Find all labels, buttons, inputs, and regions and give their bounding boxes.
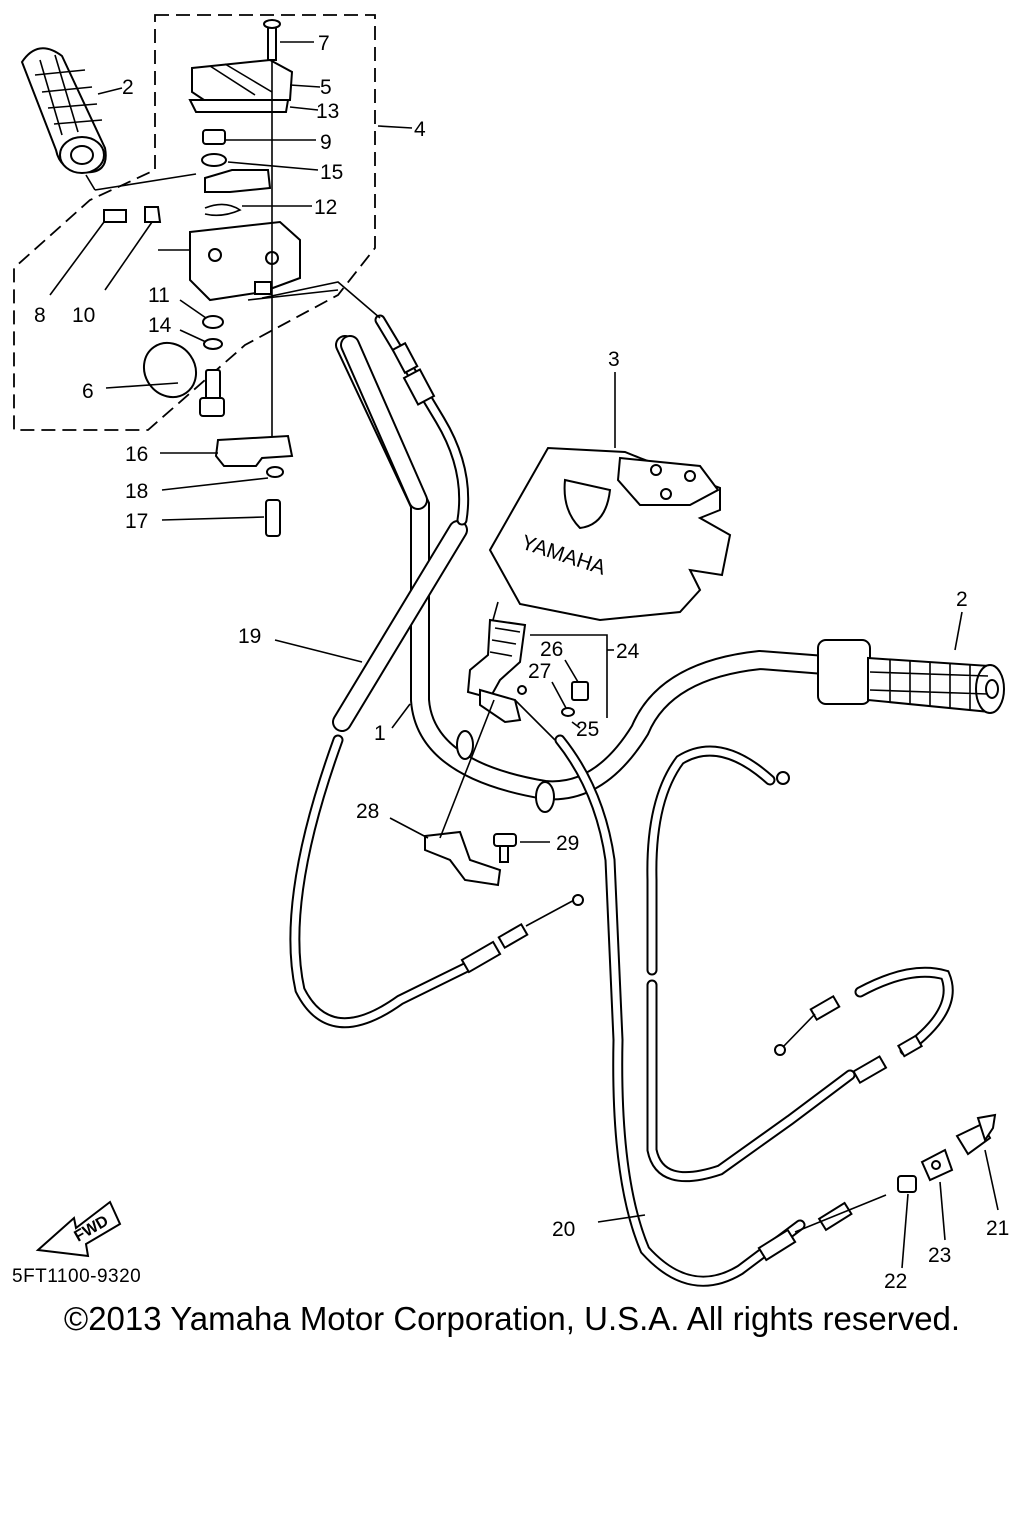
label-part-21: 21: [986, 1217, 1009, 1240]
label-part-2-left: 2: [122, 76, 134, 99]
throttle-housing: [103, 19, 301, 440]
label-part-16: 16: [125, 443, 148, 466]
label-part-17: 17: [125, 510, 148, 533]
rear-brake-cable: [646, 745, 954, 1183]
label-part-7: 7: [318, 32, 330, 55]
label-part-25: 25: [576, 718, 599, 741]
label-part-28: 28: [356, 800, 379, 823]
copyright-notice: ©2013 Yamaha Motor Corporation, U.S.A. A…: [63, 1300, 961, 1337]
fwd-arrow-icon: FWD: [35, 1200, 122, 1258]
right-grip: [817, 639, 1005, 714]
throttle-cable: [247, 281, 470, 526]
label-part-5: 5: [320, 76, 332, 99]
adjuster-parts: [897, 1113, 997, 1193]
label-part-3: 3: [608, 348, 620, 371]
label-part-10: 10: [72, 304, 95, 327]
label-part-18: 18: [125, 480, 148, 503]
handlebar-pad: [332, 335, 468, 732]
label-part-2-right: 2: [956, 588, 968, 611]
left-brake-cable: [289, 734, 584, 1029]
label-part-26: 26: [540, 638, 563, 661]
label-part-12: 12: [314, 196, 337, 219]
label-part-8: 8: [34, 304, 46, 327]
diagram-code: 5FT1100-9320: [12, 1266, 142, 1287]
label-part-9: 9: [320, 131, 332, 154]
label-part-4: 4: [414, 118, 426, 141]
label-part-24: 24: [616, 640, 640, 663]
throttle-lever-assembly: [424, 618, 589, 887]
label-part-15: 15: [320, 161, 343, 184]
label-part-13: 13: [316, 100, 339, 123]
label-part-11: 11: [148, 284, 170, 307]
label-part-20: 20: [552, 1218, 575, 1241]
label-part-29: 29: [556, 832, 579, 855]
assembly-4-dashed-outline: [13, 14, 376, 431]
leader-lines: [49, 41, 999, 1269]
label-part-6: 6: [82, 380, 94, 403]
label-part-23: 23: [928, 1244, 951, 1267]
label-part-27: 27: [528, 660, 551, 683]
label-part-14: 14: [148, 314, 172, 337]
label-part-22: 22: [884, 1270, 907, 1293]
handlebar-cover: YAMAHA: [488, 446, 732, 622]
left-grip: [20, 47, 107, 174]
label-part-1: 1: [374, 722, 386, 745]
throttle-clamp: [214, 434, 294, 537]
label-part-19: 19: [238, 625, 261, 648]
throttle-cable-20: [554, 734, 887, 1287]
